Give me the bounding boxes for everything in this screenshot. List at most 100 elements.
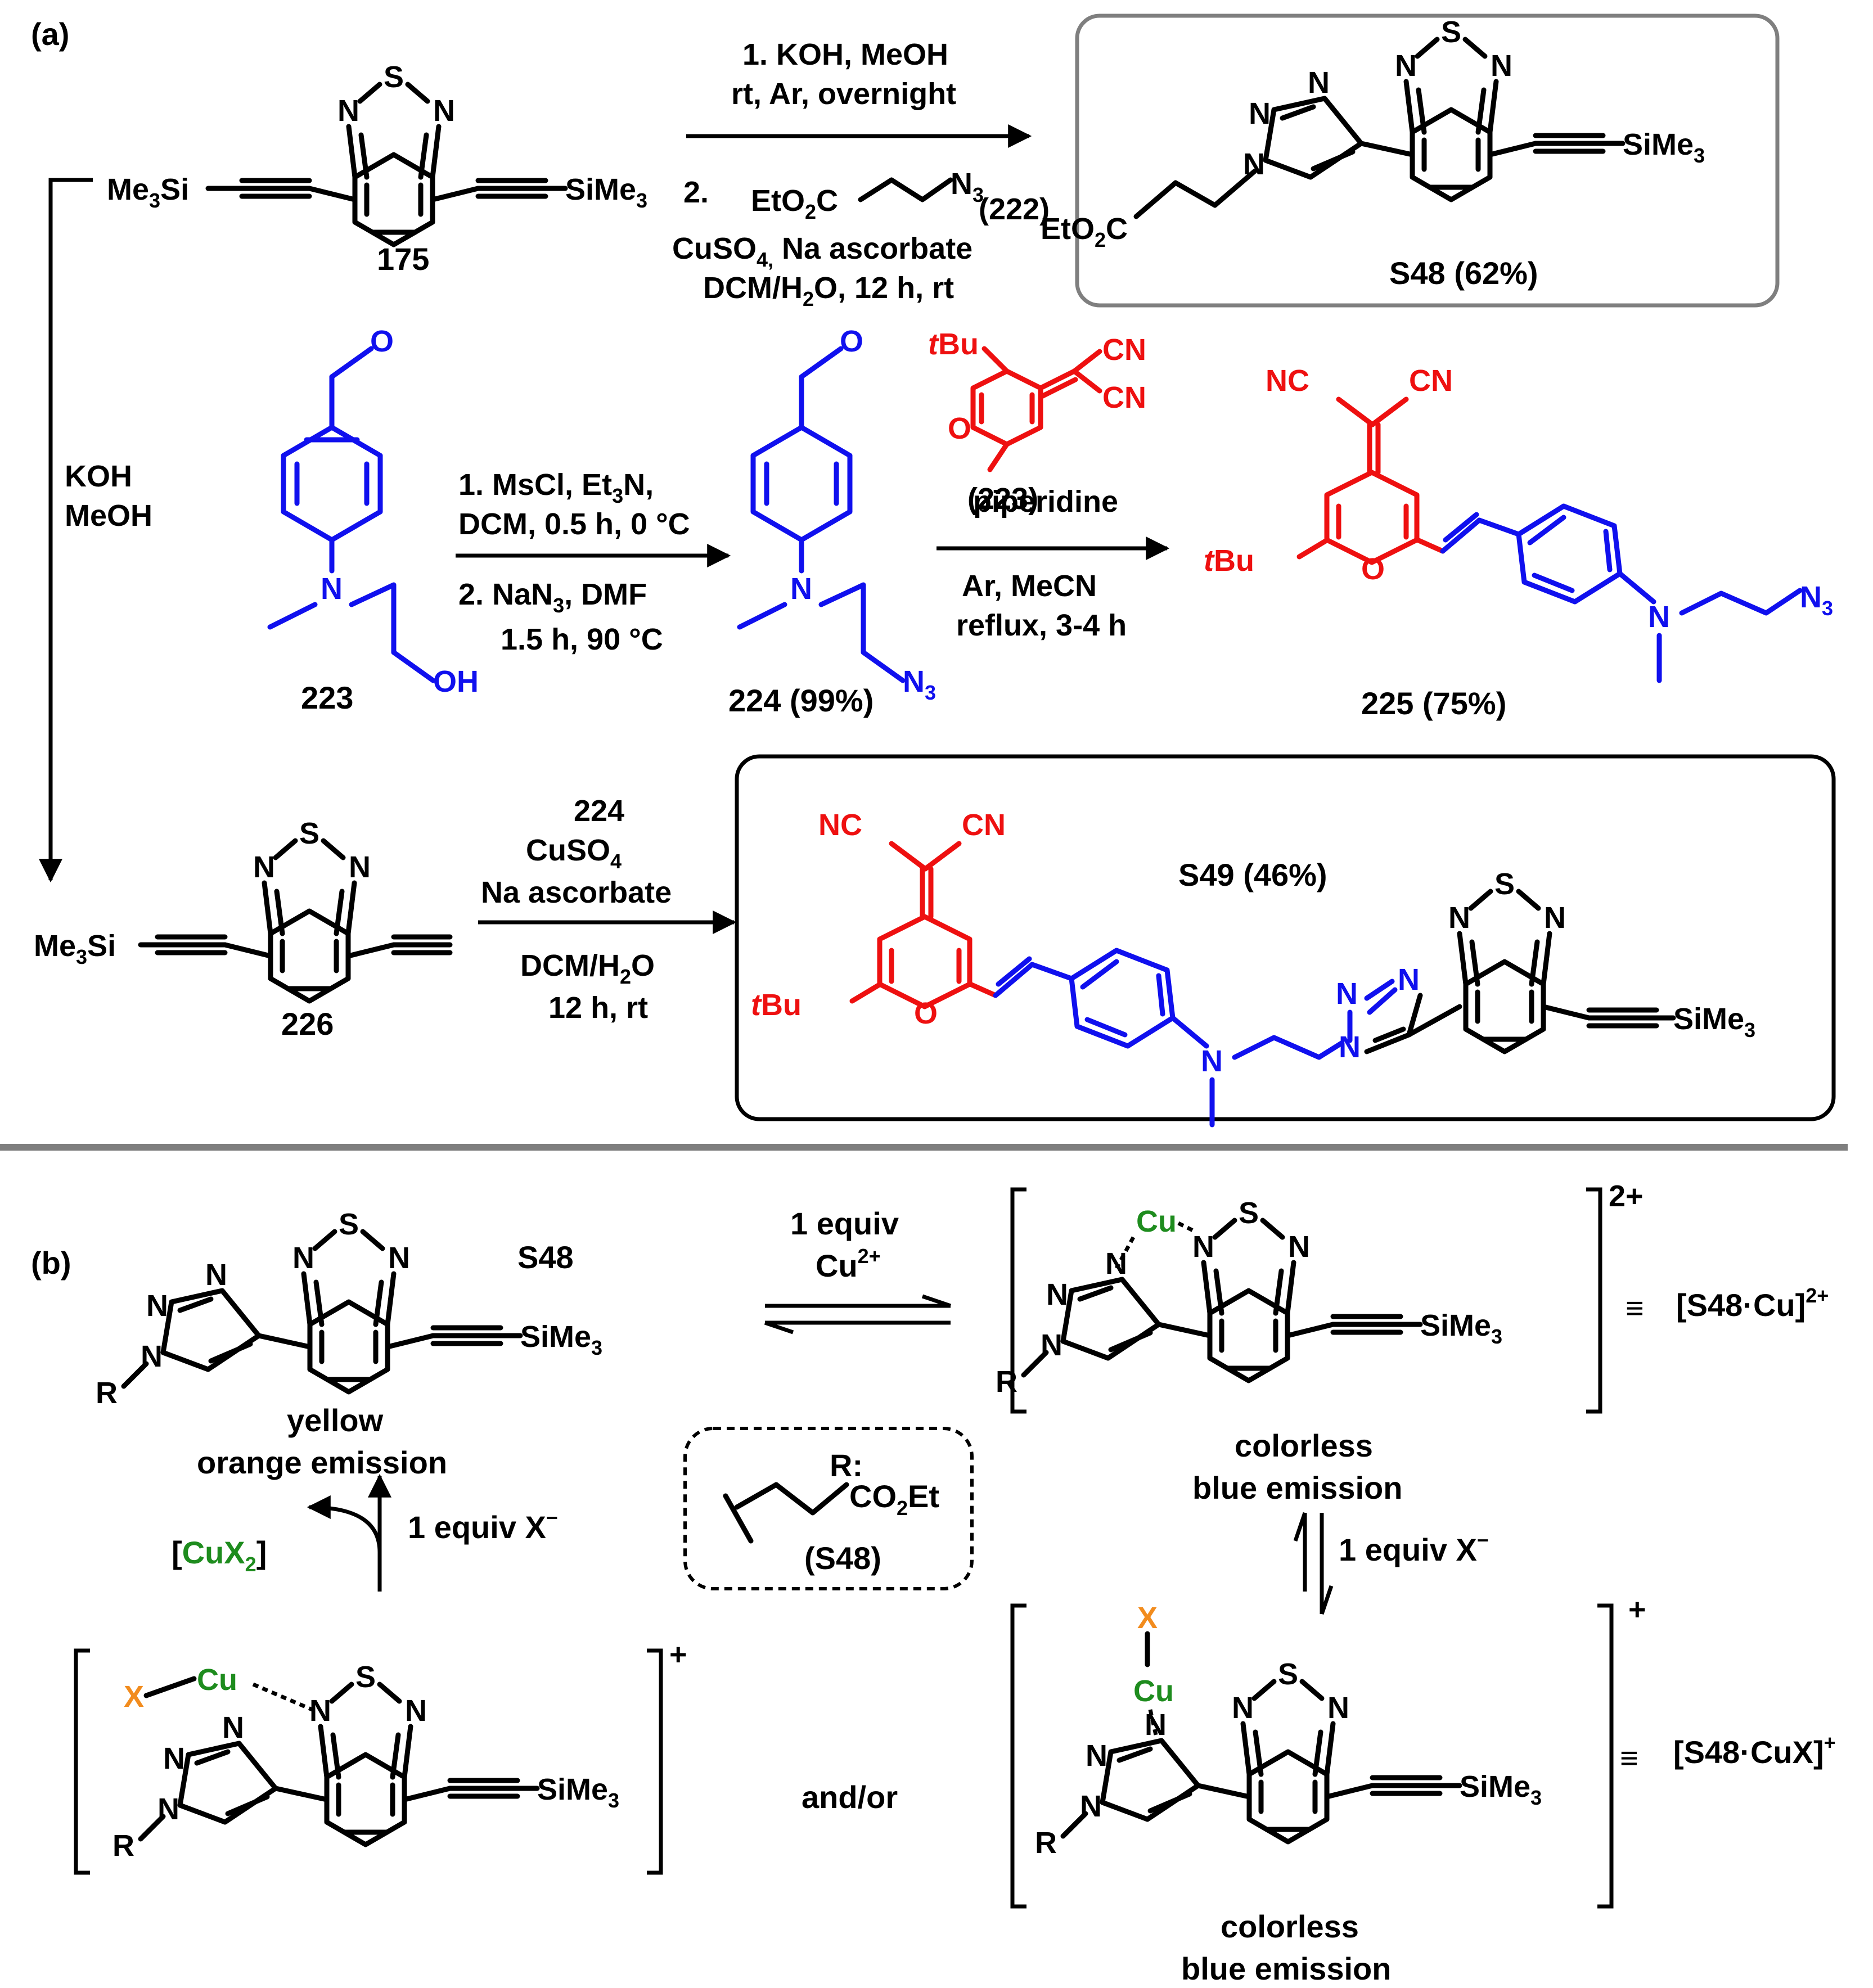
- label-blue-emission-1: blue emission: [1192, 1470, 1402, 1505]
- complex2-label: [S48·CuX]+: [1673, 1731, 1836, 1770]
- cond-r1-1: 1. KOH, MeOH: [742, 38, 948, 71]
- svg-text:Cu: Cu: [1133, 1674, 1174, 1708]
- equilibrium-arrows: [764, 1294, 952, 1335]
- svg-text:X: X: [1137, 1601, 1158, 1635]
- cond-koh: KOH: [65, 459, 132, 493]
- x-equiv-right: 1 equiv X−: [1339, 1529, 1489, 1567]
- svg-text:N: N: [163, 1742, 185, 1775]
- svg-text:Cu: Cu: [197, 1663, 237, 1697]
- svg-text:CuSO4: CuSO4: [526, 833, 622, 873]
- bracket-right-3: [1597, 1603, 1614, 1909]
- svg-text:piperidine: piperidine: [973, 485, 1118, 519]
- svg-text:N: N: [1648, 600, 1670, 634]
- svg-text:N: N: [1395, 49, 1417, 83]
- svg-text:Cu: Cu: [1136, 1205, 1177, 1238]
- bracket-left-1: [1010, 1187, 1026, 1414]
- compound-223: O N OH 223: [267, 324, 479, 715]
- svg-text:S: S: [384, 60, 404, 94]
- svg-text:N3: N3: [951, 167, 984, 206]
- svg-text:R: R: [96, 1376, 118, 1410]
- svg-text:224 (99%): 224 (99%): [728, 683, 874, 718]
- svg-text:SiMe3: SiMe3: [520, 1320, 602, 1359]
- xcu-complex-right: N N S SiMe3 N N N R Cu X: [1035, 1601, 1542, 1860]
- eq1-line1: 1 equiv: [790, 1206, 899, 1241]
- svg-text:N3: N3: [903, 665, 936, 704]
- cond-r1-2: rt, Ar, overnight: [731, 77, 956, 111]
- charge-2plus: 2+: [1609, 1179, 1644, 1213]
- svg-text:N: N: [1448, 901, 1470, 935]
- equiv-sign-1: ≡: [1626, 1290, 1644, 1326]
- svg-text:Me3Si: Me3Si: [107, 173, 189, 212]
- label-orange-emission: orange emission: [197, 1445, 447, 1480]
- svg-text:R: R: [1035, 1826, 1057, 1860]
- svg-text:O: O: [370, 324, 394, 358]
- svg-text:O: O: [948, 412, 971, 445]
- svg-text:225 (75%): 225 (75%): [1361, 686, 1506, 721]
- svg-text:N: N: [1308, 66, 1330, 100]
- svg-text:N: N: [433, 94, 455, 128]
- svg-text:N: N: [292, 1241, 314, 1275]
- svg-text:NC: NC: [818, 808, 862, 842]
- svg-text:SiMe3: SiMe3: [537, 1773, 619, 1812]
- svg-text:N: N: [388, 1241, 410, 1275]
- svg-text:S: S: [1239, 1196, 1259, 1230]
- svg-text:224: 224: [574, 794, 624, 828]
- svg-text:DCM/H2O: DCM/H2O: [520, 949, 655, 988]
- bracket-left-2: [74, 1648, 90, 1875]
- svg-text:226: 226: [281, 1006, 334, 1042]
- equiv-sign-2: ≡: [1620, 1740, 1638, 1775]
- svg-text:(222): (222): [979, 192, 1050, 226]
- svg-text:N: N: [405, 1694, 427, 1728]
- svg-text:SiMe3: SiMe3: [1673, 1002, 1755, 1042]
- r-group-box: [683, 1427, 974, 1590]
- svg-text:reflux, 3-4 h: reflux, 3-4 h: [956, 608, 1127, 642]
- svg-text:SiMe3: SiMe3: [1460, 1770, 1542, 1809]
- svg-text:S: S: [299, 817, 319, 850]
- svg-text:S: S: [1441, 15, 1461, 49]
- svg-text:N: N: [337, 94, 359, 128]
- svg-text:CO2Et: CO2Et: [849, 1478, 939, 1520]
- xcu-complex-left: N N S SiMe3 N N N R Cu X: [112, 1660, 619, 1863]
- svg-text:1.5 h, 90 °C: 1.5 h, 90 °C: [501, 623, 663, 656]
- compound-223b-pyran: CN CN O tBu (223): [928, 327, 1146, 516]
- complex1-label: [S48·Cu]2+: [1676, 1284, 1829, 1323]
- and-or: and/or: [802, 1779, 898, 1815]
- svg-text:O: O: [840, 324, 863, 358]
- cond-r1-3: 2.: [683, 175, 709, 209]
- s49-box: [735, 754, 1836, 1121]
- bracket-right-1: [1586, 1187, 1602, 1414]
- svg-text:CN: CN: [1409, 364, 1453, 398]
- panel-label-b: (b): [31, 1245, 71, 1281]
- svg-text:Me3Si: Me3Si: [34, 929, 116, 968]
- svg-text:CN: CN: [962, 808, 1006, 842]
- svg-text:EtO2C: EtO2C: [1041, 212, 1128, 251]
- eq1-line2: Cu2+: [816, 1245, 881, 1283]
- svg-text:N: N: [1105, 1247, 1127, 1281]
- svg-text:SiMe3: SiMe3: [565, 173, 647, 212]
- svg-text:1. MsCl, Et3N,: 1. MsCl, Et3N,: [458, 468, 654, 507]
- svg-text:223: 223: [301, 680, 353, 715]
- label-s48-blue: S48: [517, 1239, 574, 1275]
- azide-222: EtO2C N3 (222): [751, 167, 1050, 226]
- cond-meoh: MeOH: [65, 499, 152, 533]
- svg-text:NC: NC: [1266, 364, 1309, 398]
- svg-text:tBu: tBu: [1204, 544, 1254, 578]
- svg-text:R: R: [112, 1829, 134, 1863]
- svg-text:tBu: tBu: [751, 988, 802, 1022]
- compound-175: N N S Me3Si SiMe3 175: [107, 60, 647, 277]
- svg-text:CuSO4, Na ascorbate: CuSO4, Na ascorbate: [672, 232, 972, 271]
- x-equiv-left: 1 equiv X−: [408, 1506, 558, 1545]
- svg-text:(223): (223): [967, 482, 1038, 516]
- svg-text:N: N: [1086, 1739, 1107, 1773]
- svg-text:SiMe3: SiMe3: [1623, 128, 1705, 167]
- svg-text:N3: N3: [1800, 580, 1833, 620]
- svg-text:R:: R:: [830, 1448, 863, 1483]
- svg-text:N: N: [349, 850, 371, 884]
- compound-225: NC CN O tBu N N3 225 (75%): [1204, 364, 1833, 721]
- svg-text:N: N: [253, 850, 275, 884]
- svg-text:N: N: [1232, 1691, 1254, 1725]
- charge-plus-left: +: [669, 1638, 687, 1671]
- svg-text:Ar, MeCN: Ar, MeCN: [962, 569, 1097, 603]
- s48-cu-complex: N N S SiMe3 N N N R Cu: [996, 1196, 1502, 1399]
